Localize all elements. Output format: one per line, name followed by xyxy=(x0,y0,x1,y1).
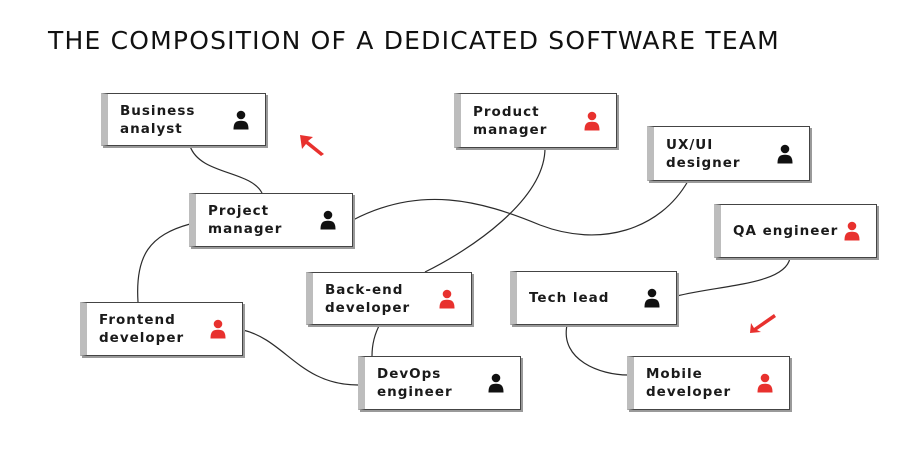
card-tech-lead: Tech lead xyxy=(510,271,677,325)
person-icon xyxy=(488,373,504,393)
link-project-manager-ux-ui-designer xyxy=(352,180,689,236)
arrow-icon xyxy=(300,135,324,156)
card-devops-engineer: DevOps engineer xyxy=(358,356,521,410)
person-icon xyxy=(439,289,455,308)
card-business-analyst: Business analyst xyxy=(101,93,266,146)
card-mobile-developer: Mobile developer xyxy=(627,356,790,410)
role-label: DevOps engineer xyxy=(377,366,453,400)
role-label: Product manager xyxy=(473,103,548,138)
role-label: Project manager xyxy=(208,203,283,237)
role-label: Back-end developer xyxy=(325,281,411,316)
role-label: Tech lead xyxy=(529,290,610,306)
role-label: UX/UI designer xyxy=(666,136,741,171)
card-ux-ui-designer: UX/UI designer xyxy=(647,126,810,181)
person-icon xyxy=(233,110,249,129)
role-label: QA engineer xyxy=(733,223,839,239)
diagram-title: THE COMPOSITION OF A DEDICATED SOFTWARE … xyxy=(48,26,780,55)
person-icon xyxy=(777,144,793,163)
role-label: Business analyst xyxy=(120,102,196,137)
person-icon xyxy=(584,111,600,130)
person-icon xyxy=(320,210,336,230)
link-frontend-developer-devops-engineer xyxy=(242,329,359,386)
card-frontend-developer: Frontend developer xyxy=(80,302,243,356)
card-backend-developer: Back-end developer xyxy=(306,272,472,325)
link-tech-lead-mobile-developer xyxy=(565,324,629,376)
link-product-manager-backend-developer xyxy=(424,147,546,273)
person-icon xyxy=(210,319,226,339)
link-business-analyst-project-manager xyxy=(189,145,263,194)
person-icon xyxy=(644,288,660,308)
arrow-icon xyxy=(750,314,776,333)
role-label: Frontend developer xyxy=(99,312,185,346)
link-project-manager-frontend-developer xyxy=(137,223,191,303)
role-label: Mobile developer xyxy=(646,366,732,400)
link-backend-developer-devops-engineer xyxy=(371,323,381,357)
person-icon xyxy=(844,221,860,241)
card-qa-engineer: QA engineer xyxy=(714,204,877,258)
card-project-manager: Project manager xyxy=(189,193,353,247)
link-qa-engineer-tech-lead xyxy=(676,257,791,297)
person-icon xyxy=(757,373,773,393)
card-product-manager: Product manager xyxy=(454,93,617,148)
